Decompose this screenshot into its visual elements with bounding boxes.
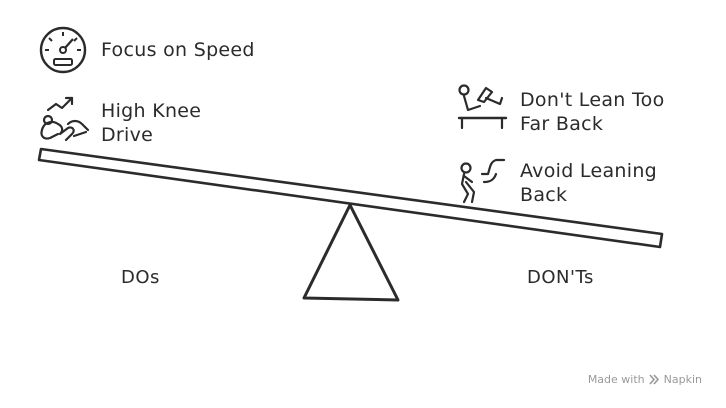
do-item-line: Focus on Speed	[101, 39, 255, 61]
high-knee-runner-icon	[40, 96, 90, 142]
dos-heading: DOs	[121, 267, 160, 288]
dont-item-dont-lean-too-far-back: Don't Lean Too Far Back	[520, 88, 665, 136]
made-with-napkin-watermark[interactable]: Made with Napkin	[588, 373, 702, 386]
dont-item-line: Don't Lean Too	[520, 89, 665, 111]
do-item-line: Drive	[101, 124, 154, 146]
do-item-focus-on-speed: Focus on Speed	[101, 38, 255, 62]
dont-item-line: Back	[520, 184, 568, 206]
speedometer-icon	[39, 26, 87, 74]
watermark-prefix: Made with	[587, 373, 645, 386]
do-item-high-knee-drive: High Knee Drive	[101, 99, 201, 147]
napkin-logo-icon	[649, 374, 659, 385]
dont-item-line: Avoid Leaning	[520, 160, 658, 182]
backward-lean-walker-icon	[460, 158, 506, 204]
leaning-back-figure-icon	[457, 84, 508, 130]
dont-item-avoid-leaning-back: Avoid Leaning Back	[520, 159, 657, 207]
dont-item-line: Far Back	[520, 113, 604, 135]
seesaw-beam	[37, 147, 664, 249]
do-item-line: High Knee	[101, 100, 202, 122]
seesaw-fulcrum	[302, 203, 400, 302]
watermark-brand: Napkin	[663, 373, 702, 386]
donts-heading: DON'Ts	[527, 267, 594, 288]
